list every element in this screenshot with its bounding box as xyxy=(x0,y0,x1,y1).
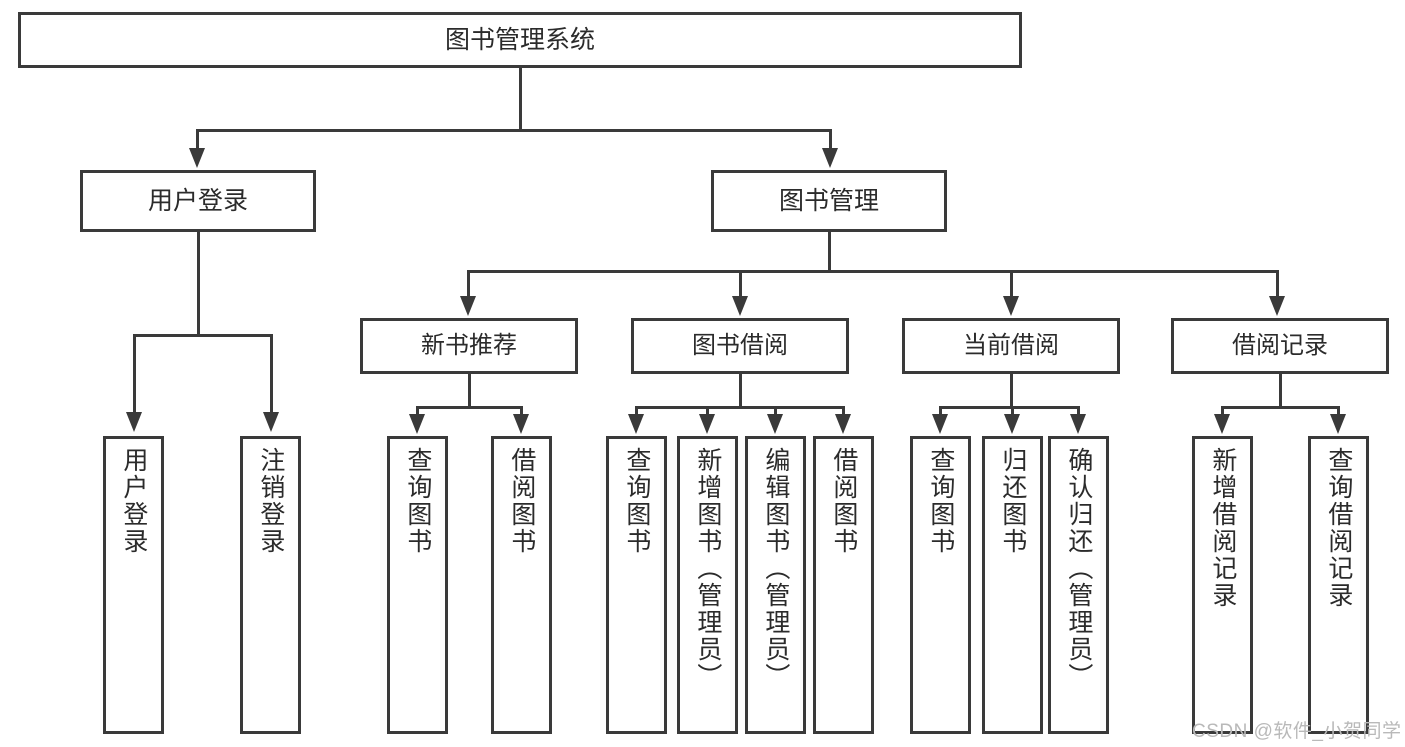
node-label: 新增借阅记录 xyxy=(1208,447,1237,609)
leaf-current-borrow-confirm-return[interactable]: 确认归还（管理员） xyxy=(1048,436,1109,734)
arrow-current-borrow-to-leaf-3 xyxy=(1070,414,1086,434)
leaf-current-borrow-query-book[interactable]: 查询图书 xyxy=(910,436,971,734)
edge-root-to-user-login xyxy=(196,129,199,153)
edge-user-login-stem xyxy=(197,232,200,336)
leaf-new-book-borrow-book[interactable]: 借阅图书 xyxy=(491,436,552,734)
edge-borrow-record-bus xyxy=(1221,406,1340,409)
arrow-book-borrow-to-leaf-4 xyxy=(835,414,851,434)
leaf-user-login-login[interactable]: 用户登录 xyxy=(103,436,164,734)
edge-bus-to-borrow-record xyxy=(1276,270,1279,300)
edge-new-book-stem xyxy=(468,374,471,408)
edge-bus-to-book-borrow xyxy=(739,270,742,300)
edge-current-borrow-to-leaf-3 xyxy=(1077,406,1080,418)
node-label: 查询借阅记录 xyxy=(1324,447,1353,609)
edge-book-manage-stem xyxy=(828,232,831,272)
node-label: 图书管理 xyxy=(778,186,879,215)
node-label: 图书管理系统 xyxy=(444,25,595,54)
edge-book-borrow-stem xyxy=(739,374,742,408)
node-book-borrow[interactable]: 图书借阅 xyxy=(631,318,849,374)
node-label: 借阅图书 xyxy=(829,447,858,555)
arrow-book-borrow-to-leaf-1 xyxy=(628,414,644,434)
arrow-book-borrow-to-leaf-2 xyxy=(699,414,715,434)
leaf-user-login-logout[interactable]: 注销登录 xyxy=(240,436,301,734)
arrow-bus-to-current-borrow xyxy=(1003,296,1019,316)
edge-bus-to-current-borrow xyxy=(1010,270,1013,300)
edge-root-bus xyxy=(196,129,832,132)
csdn-watermark: CSDN @软件_小贺同学 xyxy=(1192,721,1402,742)
edge-borrow-record-to-leaf-1 xyxy=(1221,406,1224,418)
node-book-management[interactable]: 图书管理 xyxy=(711,170,947,232)
edge-user-login-to-leaf-1 xyxy=(133,334,136,416)
edge-borrow-record-to-leaf-2 xyxy=(1337,406,1340,418)
node-label: 查询图书 xyxy=(622,447,651,555)
arrow-root-to-book-manage xyxy=(822,148,838,168)
edge-user-login-to-leaf-2 xyxy=(270,334,273,416)
node-label: 借阅图书 xyxy=(507,447,536,555)
node-label: 注销登录 xyxy=(256,447,285,555)
edge-current-borrow-to-leaf-1 xyxy=(939,406,942,418)
node-label: 借阅记录 xyxy=(1232,332,1328,360)
edge-new-book-bus xyxy=(416,406,523,409)
edge-borrow-record-stem xyxy=(1279,374,1282,408)
leaf-book-borrow-borrow-book[interactable]: 借阅图书 xyxy=(813,436,874,734)
edge-book-borrow-to-leaf-4 xyxy=(842,406,845,418)
arrow-user-login-to-leaf-2 xyxy=(263,412,279,432)
edge-user-login-bus xyxy=(133,334,273,337)
node-user-login[interactable]: 用户登录 xyxy=(80,170,316,232)
edge-new-book-to-leaf-2 xyxy=(520,406,523,418)
node-borrow-record[interactable]: 借阅记录 xyxy=(1171,318,1389,374)
node-new-book-recommend[interactable]: 新书推荐 xyxy=(360,318,578,374)
node-label: 用户登录 xyxy=(147,186,248,215)
edge-current-borrow-stem xyxy=(1010,374,1013,408)
arrow-new-book-to-leaf-2 xyxy=(513,414,529,434)
node-current-borrow[interactable]: 当前借阅 xyxy=(902,318,1120,374)
arrow-bus-to-book-borrow xyxy=(732,296,748,316)
node-label: 归还图书 xyxy=(998,447,1027,555)
arrow-root-to-user-login xyxy=(189,148,205,168)
arrow-bus-to-borrow-record xyxy=(1269,296,1285,316)
node-label: 新增图书（管理员） xyxy=(693,447,722,690)
node-label: 编辑图书（管理员） xyxy=(761,447,790,690)
edge-book-borrow-to-leaf-2 xyxy=(706,406,709,418)
arrow-book-borrow-to-leaf-3 xyxy=(767,414,783,434)
edge-root-stem xyxy=(519,68,522,131)
edge-root-to-book-manage xyxy=(829,129,832,153)
edge-book-borrow-bus xyxy=(635,406,844,409)
arrow-bus-to-new-book xyxy=(460,296,476,316)
leaf-book-borrow-edit-book[interactable]: 编辑图书（管理员） xyxy=(745,436,806,734)
edge-current-borrow-to-leaf-2 xyxy=(1011,406,1014,418)
edge-bus-to-new-book xyxy=(467,270,470,300)
node-label: 查询图书 xyxy=(926,447,955,555)
arrow-new-book-to-leaf-1 xyxy=(409,414,425,434)
arrow-current-borrow-to-leaf-2 xyxy=(1004,414,1020,434)
node-label: 新书推荐 xyxy=(421,332,517,360)
arrow-borrow-record-to-leaf-2 xyxy=(1330,414,1346,434)
arrow-current-borrow-to-leaf-1 xyxy=(932,414,948,434)
node-root-system[interactable]: 图书管理系统 xyxy=(18,12,1022,68)
leaf-current-borrow-return-book[interactable]: 归还图书 xyxy=(982,436,1043,734)
node-label: 用户登录 xyxy=(119,447,148,555)
edge-new-book-to-leaf-1 xyxy=(416,406,419,418)
node-label: 确认归还（管理员） xyxy=(1064,447,1093,690)
edge-book-borrow-to-leaf-3 xyxy=(774,406,777,418)
edge-current-borrow-bus xyxy=(939,406,1079,409)
leaf-new-book-query-book[interactable]: 查询图书 xyxy=(387,436,448,734)
leaf-borrow-record-query-record[interactable]: 查询借阅记录 xyxy=(1308,436,1369,734)
node-label: 当前借阅 xyxy=(963,332,1059,360)
node-label: 查询图书 xyxy=(403,447,432,555)
node-label: 图书借阅 xyxy=(692,332,788,360)
arrow-borrow-record-to-leaf-1 xyxy=(1214,414,1230,434)
edge-book-borrow-to-leaf-1 xyxy=(635,406,638,418)
edge-level3-bus xyxy=(467,270,1279,273)
leaf-borrow-record-add-record[interactable]: 新增借阅记录 xyxy=(1192,436,1253,734)
leaf-book-borrow-add-book[interactable]: 新增图书（管理员） xyxy=(677,436,738,734)
arrow-user-login-to-leaf-1 xyxy=(126,412,142,432)
leaf-book-borrow-query-book[interactable]: 查询图书 xyxy=(606,436,667,734)
